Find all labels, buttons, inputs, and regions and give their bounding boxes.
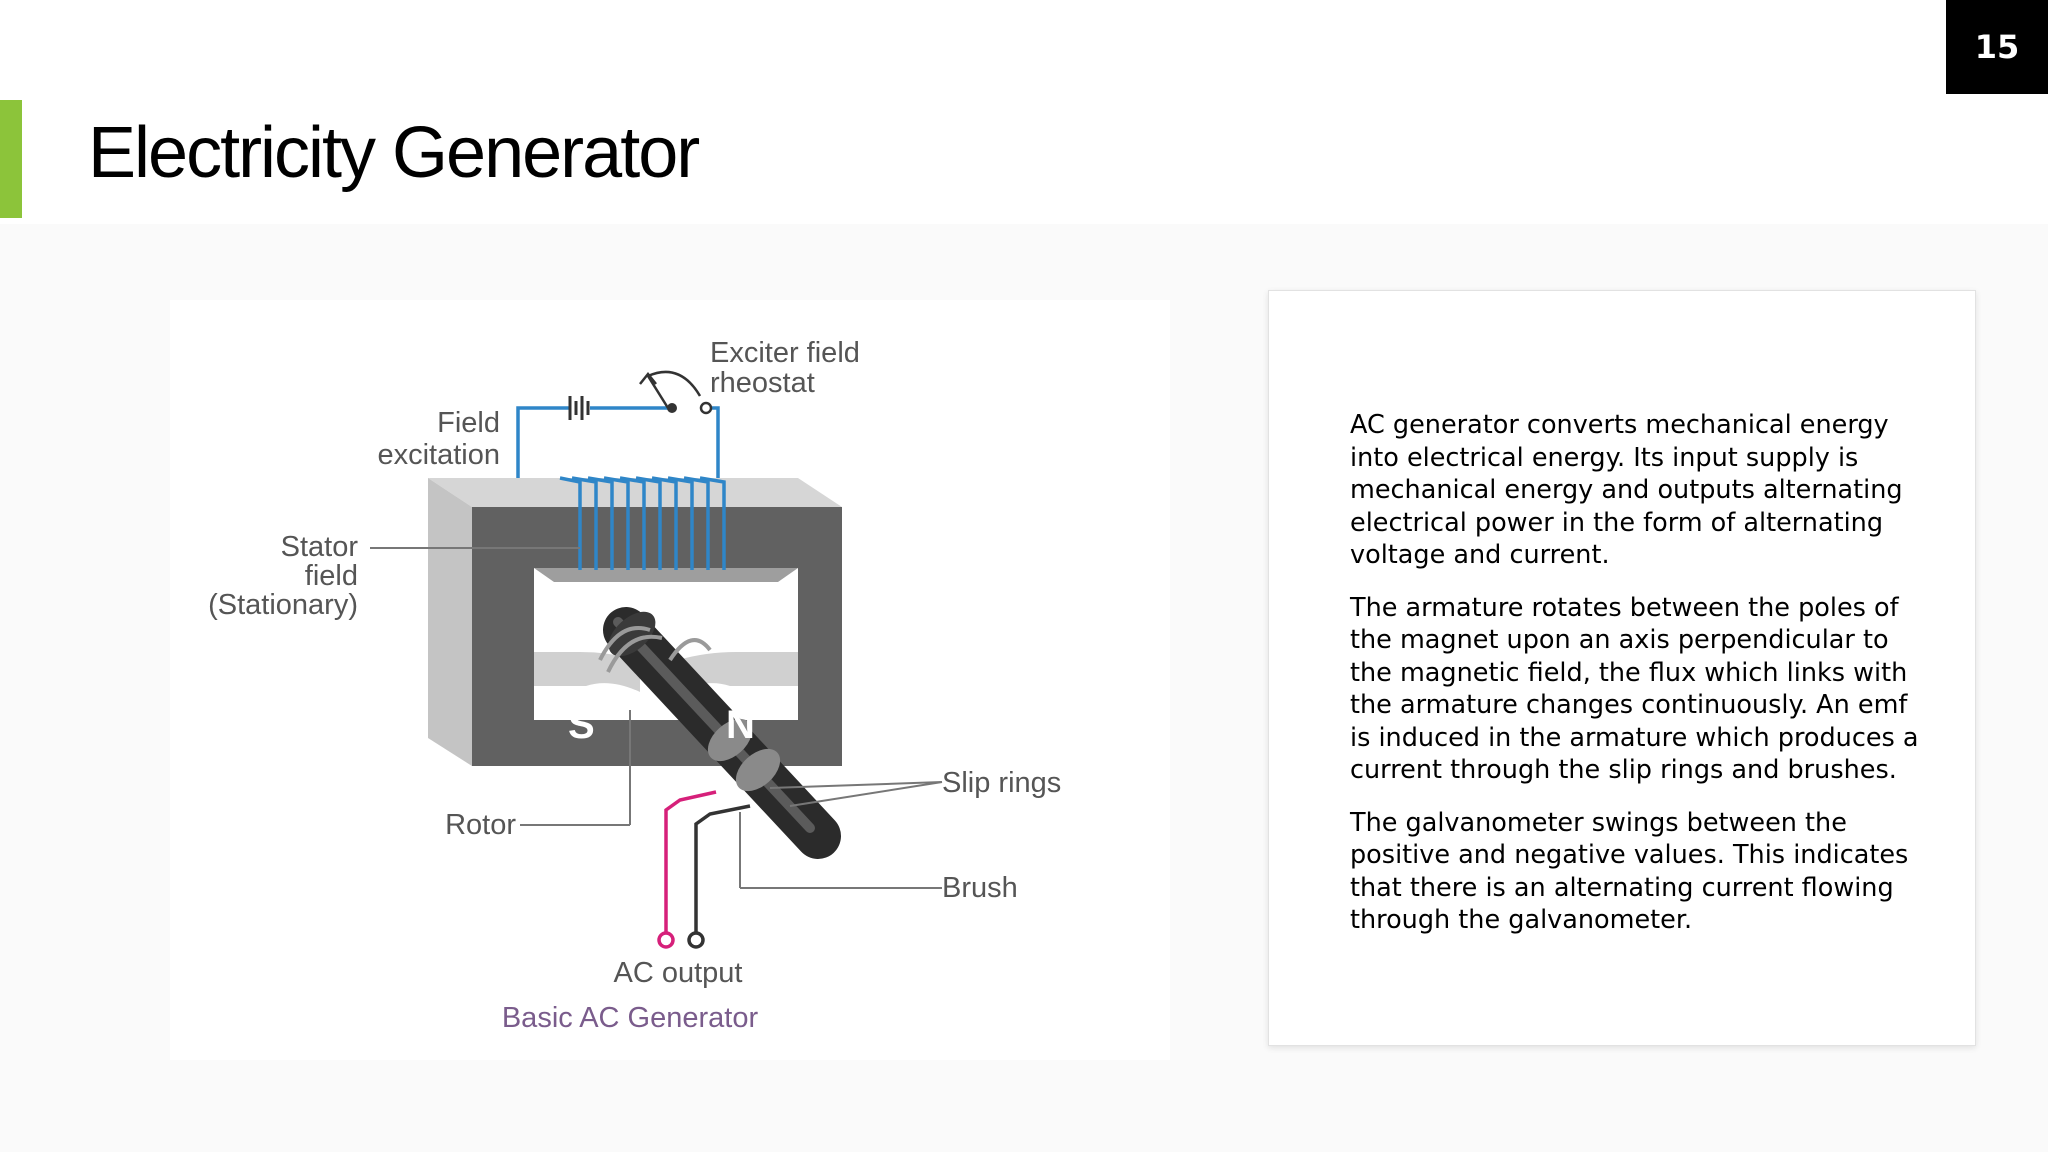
exciter-field-label: Exciter field <box>710 337 860 369</box>
field-coil-turn <box>571 476 598 570</box>
excitation-wire-right <box>710 406 720 478</box>
stator-inner-recess <box>534 568 798 582</box>
slide-title: Electricity Generator <box>88 113 700 193</box>
title-accent-bar <box>0 100 22 218</box>
stator-top-face <box>428 478 842 507</box>
field-coil-turn <box>603 476 630 570</box>
excitation-label: excitation <box>377 439 500 471</box>
field-coil-turn <box>619 476 646 570</box>
stator-field-label: field <box>305 560 358 592</box>
page-number-text: 15 <box>1974 28 2020 66</box>
battery-symbol <box>568 396 590 420</box>
paragraph-ac-generator: AC generator converts mechanical energy … <box>1350 410 1903 570</box>
output-wire-pink <box>664 790 717 932</box>
output-terminal-right <box>687 931 705 949</box>
text-panel: AC generator converts mechanical energy … <box>1268 290 1976 1046</box>
paragraph-armature: The armature rotates between the poles o… <box>1350 592 1919 786</box>
north-pole-label: N <box>726 703 755 747</box>
armature-winding <box>598 626 712 673</box>
rotor-label: Rotor <box>445 809 516 841</box>
excitation-wire-left <box>516 406 570 478</box>
field-coil-turn <box>667 476 694 570</box>
rheostat-label: rheostat <box>710 367 815 399</box>
field-coil-turn <box>559 476 582 570</box>
paragraph-galvanometer: The galvanometer swings between the posi… <box>1350 807 1909 936</box>
output-terminal-left <box>657 931 675 949</box>
output-wires <box>664 790 751 932</box>
ac-generator-diagram-svg: S N Exciter field rheostat Fi <box>208 337 1061 1034</box>
diagram-caption: Basic AC Generator <box>502 1002 759 1034</box>
stator-front-face <box>472 507 842 766</box>
field-coil-turn <box>651 476 678 570</box>
pole-shoe-right <box>678 652 798 692</box>
south-pole-label: S <box>568 703 595 747</box>
stationary-label: (Stationary) <box>208 589 358 621</box>
field-coil-turn <box>683 476 710 570</box>
stator-label: Stator <box>281 531 359 563</box>
text-panel-content: AC generator converts mechanical energy … <box>1350 409 1930 957</box>
excitation-circuit <box>516 406 720 478</box>
field-coil-turn <box>587 476 614 570</box>
output-wire-dark <box>694 804 751 932</box>
rotor-shaft <box>603 607 841 859</box>
field-coil <box>559 476 726 570</box>
ac-output-label: AC output <box>614 957 743 989</box>
rheostat-symbol <box>639 370 713 415</box>
field-coil-turn <box>635 476 662 570</box>
field-coil-turn <box>699 476 726 570</box>
brush-label: Brush <box>942 872 1018 904</box>
slip-rings-label: Slip rings <box>942 767 1061 799</box>
page-number: 15 <box>1946 0 2048 94</box>
leader-lines <box>370 547 943 889</box>
field-label: Field <box>437 407 500 439</box>
stator-side-face <box>428 478 472 766</box>
ac-generator-diagram: S N Exciter field rheostat Fi <box>170 300 1170 1060</box>
